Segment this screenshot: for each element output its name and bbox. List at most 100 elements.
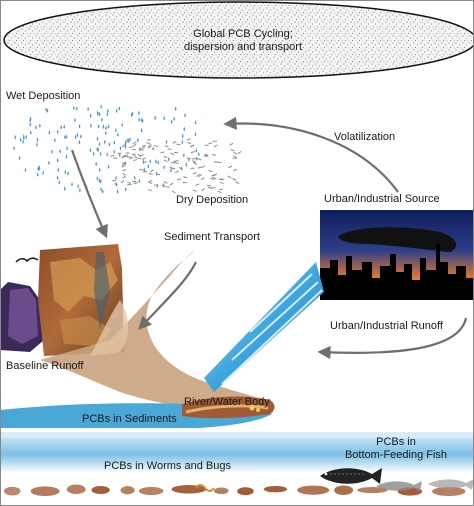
raindrop [76,132,79,138]
raindrop [155,171,158,176]
dry-particle [148,180,153,182]
dry-particle [235,181,240,185]
dry-particle [141,157,146,160]
raindrop [101,117,103,122]
raindrop [137,137,139,143]
raindrop [29,116,32,121]
raindrop [100,104,102,109]
raindrop [39,123,41,128]
dry-particle [200,177,205,181]
dry-particle [148,172,153,176]
sediment-rock [237,487,254,496]
raindrop [141,118,144,123]
dry-deposition-label: Dry Deposition [176,194,249,206]
raindrop [66,145,68,151]
raindrop [97,111,99,116]
dry-particle [137,153,142,157]
raindrop [118,106,121,111]
dry-particle [121,144,126,148]
dry-particle [121,155,126,159]
dry-particle [114,182,118,187]
dry-particle [176,178,182,181]
sediment-rock [357,487,388,494]
raindrop [107,108,109,113]
raindrop [36,172,39,177]
dry-particle [147,188,152,192]
dry-particle [186,138,191,141]
dry-particle [120,180,125,184]
dry-particle [132,141,137,145]
raindrop [99,179,102,184]
pcbs-in-fish-label: PCBs in Bottom-Feeding Fish [336,436,456,462]
raindrop [194,120,197,125]
raindrop [29,130,32,135]
raindrop [106,152,108,157]
urban-source-label: Urban/Industrial Source [324,193,440,205]
raindrop [155,159,157,164]
raindrop [124,144,127,149]
fish-icon [320,468,382,484]
sediment-rock [297,485,330,495]
raindrop [67,171,69,176]
raindrop [22,139,24,144]
dry-particle [137,157,142,160]
dry-particle [233,155,238,159]
dry-particle [216,161,222,164]
raindrop [19,137,22,142]
dry-particle [122,154,127,158]
raindrop [87,106,89,112]
raindrop [98,178,101,183]
dry-particle [163,155,168,159]
sediment-rock [431,486,466,496]
dry-particle [198,173,203,178]
dry-particle [170,152,175,156]
dry-particle [218,178,223,181]
sediment-rock [120,486,135,495]
dry-particle [142,160,147,164]
dry-particle [208,142,213,144]
dry-particle [232,157,237,160]
dry-particle [139,154,144,157]
raindrop [115,108,118,113]
dry-particle [228,165,233,169]
raindrop [54,137,56,143]
raindrop [133,175,136,180]
raindrop [80,134,82,139]
raindrop [57,167,60,173]
raindrop [65,134,68,139]
raindrop [170,167,172,173]
raindrop [173,116,176,121]
raindrop [71,182,73,187]
raindrop [36,142,38,147]
dry-particle [141,144,146,147]
raindrop [113,149,115,154]
dry-particle [193,161,198,165]
dry-particle [219,188,224,191]
sediment-transport-arrow [138,261,197,330]
baseline-landscape [0,244,124,356]
dry-particle [149,169,154,173]
raindrop [64,169,67,175]
raindrop [121,122,123,127]
pcbs-in-fish-line1: PCBs in [376,436,416,448]
raindrop [115,127,117,133]
dry-particle [210,177,215,180]
dry-particle [163,181,168,184]
raindrop [90,123,92,128]
raindrop [35,124,37,130]
raindrop [98,111,101,117]
raindrop [113,140,116,145]
raindrop [36,137,39,142]
raindrop [48,130,51,135]
raindrop [152,146,154,151]
raindrop [56,129,59,134]
sediment-transport-label: Sediment Transport [164,231,260,243]
dry-particle [219,181,224,185]
dry-particle [121,162,126,167]
raindrop [74,134,77,140]
dry-particle [172,141,177,144]
dry-particle [133,154,138,159]
raindrop [147,164,150,169]
dry-particle [141,146,146,150]
dry-particle [203,153,208,158]
